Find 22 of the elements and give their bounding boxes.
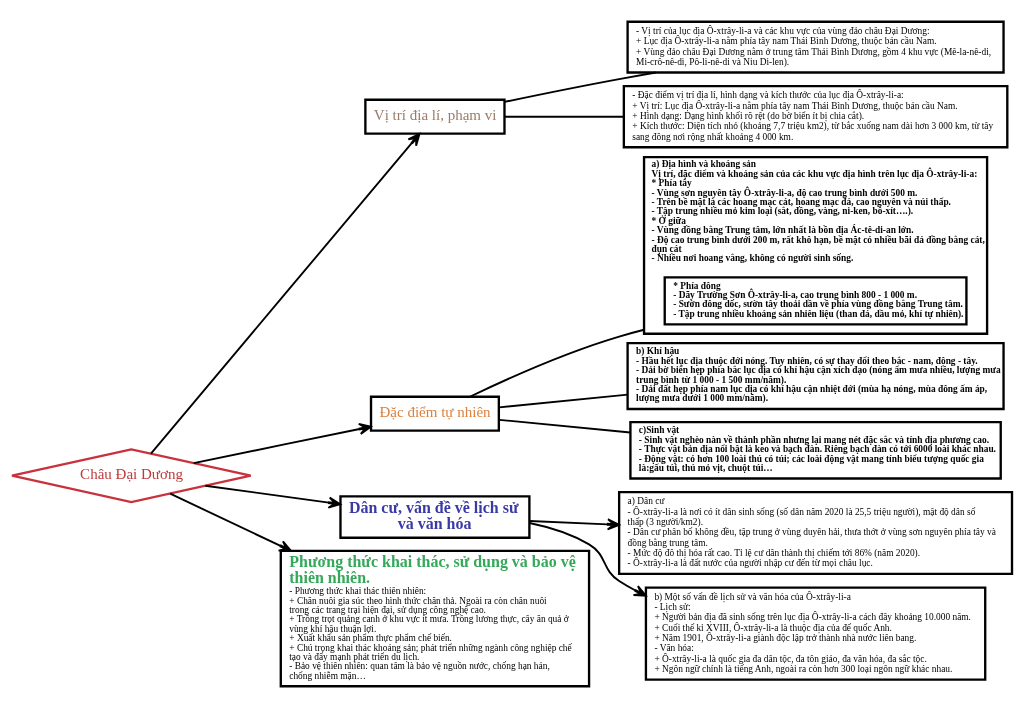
node-box: b) Khí hậu - Hầu hết lục địa thuộc đới nóng. Tuy nhiên, có sự thay đổi theo bắc - nam, đông - tây. - Dải bờ biển hẹp phía bắc lục địa có khí hậu cận xích đạo (nóng ẩm mưa nhiều, lượng mưa trung bình từ 1 000 - 1 500 mm/năm). - Dải đất hẹp phía nam lục địa có khí hậu cận nhiệt đới (mùa hạ nóng, mùa đông ấm áp, lượng mưa dưới 1 000 mm/năm). (626, 342, 1005, 411)
arrow (204, 484, 342, 509)
node-box: Đặc điểm tự nhiên (369, 395, 500, 432)
arrow (528, 522, 647, 597)
node-box: Vị trí địa lí, phạm vi (364, 98, 506, 135)
connector (503, 115, 625, 118)
connector (498, 393, 629, 409)
node-box: c)Sinh vật - Sinh vật nghèo nàn về thành phần nhưng lại mang nét đặc sắc và tính địa phương cao. - Thực vật bản địa nổi bật là keo và bạch đàn. Riêng bạch đàn có tới 6000 loài khác nhau. - Động vật: có hơn 100 loài thú có túi; các loài động vật mang tính biểu tượng quốc gia là:gấu túi, thú mỏ vịt, chuột túi… (629, 420, 1002, 480)
node-box: - Đặc điểm vị trí địa lí, hình dạng và kích thước của lục địa Ô-xtrây-li-a: + Vị trí: Lục địa Ô-xtrây-li-a nằm phía tây nam Thái Bình Dương, thuộc bán cầu Nam. + Hình dạng: Dạng hình khối rõ rệt (do bờ biển ít bị chia cắt). + Kích thước: Diện tích nhỏ (khoảng 7,7 triệu km2), từ bắc xuống nam dài hơn 3 000 km, từ tây sang đông nơi rộng nhất khoảng 4 000 km. (622, 84, 1009, 149)
node-box: a) Dân cư - Ô-xtrây-li-a là nơi có ít dân sinh sống (số dân năm 2020 là 25,5 triệu người), mật độ dân số thấp (3 người/km2). - Dân cư phân bố không đều, tập trung ở vùng duyên hải, thưa thớt ở vùng sơn nguyên phía tây và đồng bằng trung tâm. - Mức độ đô thị hóa rất cao. Tỉ lệ cư dân thành thị chiếm tới 86% (năm 2020). - Ô-xtrây-li-a là đất nước của người nhập cư đến từ mọi châu lục. (617, 491, 1014, 576)
arrow (150, 133, 421, 455)
connector (498, 418, 631, 434)
node-box: - Vị trí của lục địa Ô-xtrây-li-a và các khu vực của vùng đảo châu Đại Dương: + Lục địa Ô-xtrây-li-a nằm phía tây nam Thái Bình Dương, thuộc bán cầu Nam. + Vùng đảo châu Đại Dương nằm ở trung tâm Thái Bình Dương, gồm 4 khu vực (Mê-la-nê-di, Mi-crô-nê-di, Pô-li-nê-di và Niu Di-len). (626, 20, 1005, 74)
node-diamond: Châu Đại Dương (10, 448, 252, 504)
node-box: Dân cư, vấn đề về lịch sử và văn hóa (339, 495, 531, 539)
arrow (169, 492, 292, 552)
node-box: b) Một số vấn đề lịch sử và văn hóa của Ô-xtrây-li-a - Lịch sử: + Người bản địa đã sinh sống trên lục địa Ô-xtrây-li-a cách đây khoảng 10.000 năm. + Cuối thế kỉ XVIII, Ô-xtrây-li-a là thuộc địa của đế quốc Anh. + Năm 1901, Ô-xtrây-li-a giành độc lập trở thành nhà nước liên bang. - Văn hóa: + Ô-xtrây-li-a là quốc gia đa dân tộc, đa tôn giáo, đa văn hóa, đa sắc tộc. + Ngôn ngữ chính là tiếng Anh, ngoài ra còn hơn 300 loại ngôn ngữ khác nhau. (644, 586, 987, 681)
node-box: Phương thức khai thác, sử dụng và bảo vệ thiên nhiên. - Phương thức khai thác thiên nhiên: + Chăn nuôi gia súc theo hình thức chăn thả. Ngoài ra còn chăn nuôi trong các trang trại hiện đại, sử dụng công nghệ cao. + Trồng trọt quảng canh ở khu vực ít mưa. Trồng lương thực, cây ăn quả ở vùng khí hậu thuận lợi. + Xuất khẩu sản phẩm thực phẩm chế biến. + Chú trọng khai thác khoáng sản; phát triển những ngành công nghiệp chế tạo và đẩy mạnh phát triển du lịch. - Bảo vệ thiên nhiên: quan tâm là bảo vệ nguồn nước, chống hạn hán, chống nhiễm mặn… (279, 549, 591, 688)
connector (468, 328, 645, 398)
arrow (528, 518, 621, 531)
arrow (192, 423, 372, 464)
node-box: * Phía đông - Dãy Trường Sơn Ô-xtrây-li-a, cao trung bình 800 - 1 000 m. - Sườn đông dốc, sườn tây thoải dần về phía vùng đồng bằng Trung tâm. - Tập trung nhiều khoáng sản nhiên liệu (than đá, dầu mỏ, khí tự nhiên). (663, 276, 968, 326)
